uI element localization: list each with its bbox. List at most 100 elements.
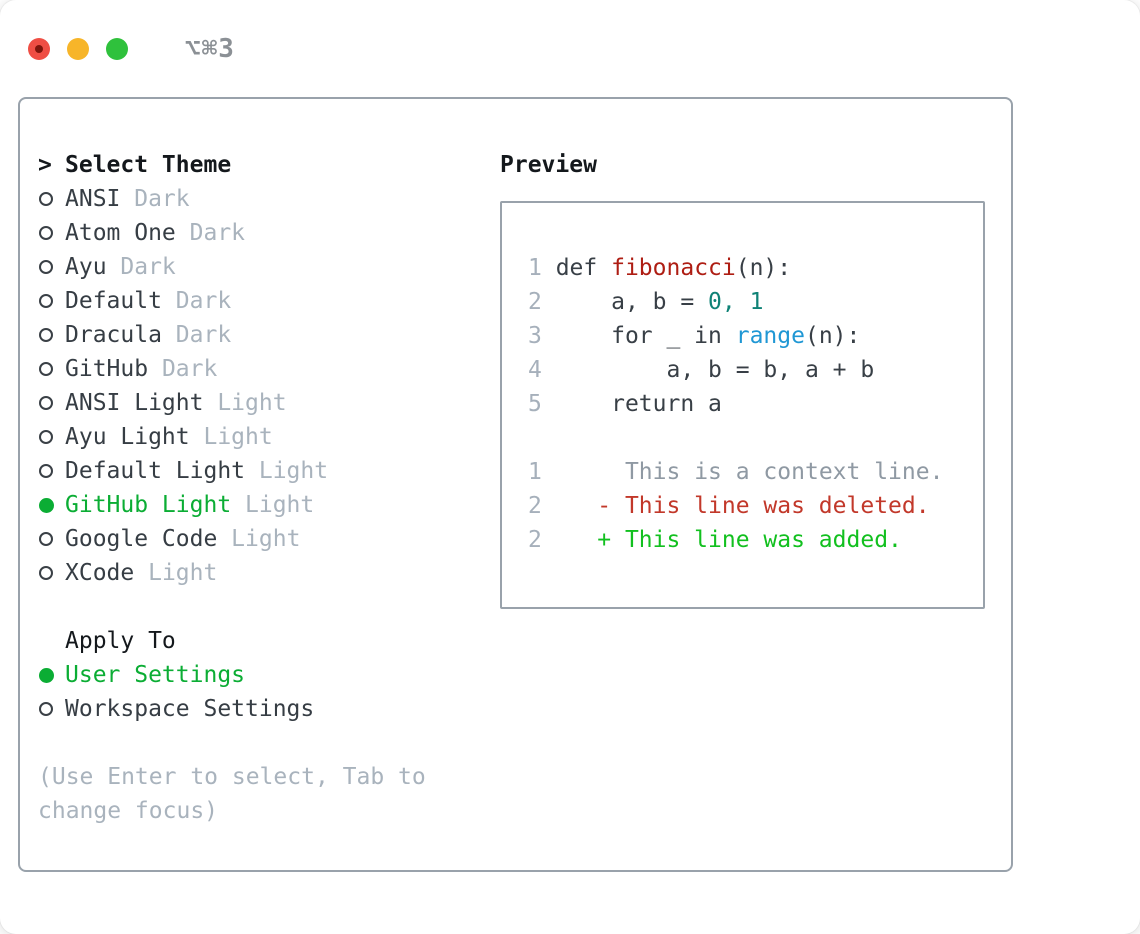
preview-heading-row: Preview [500,148,987,182]
theme-label: GitHub [65,356,149,382]
theme-variant-label: Dark [161,288,232,314]
line-number: 4 [528,357,542,383]
code-line: 4 a, b = b, a + b [528,353,983,387]
theme-label: ANSI [65,186,121,212]
theme-label: Google Code [65,526,218,552]
hint-text: (Use Enter to select, Tab to change focu… [38,764,426,824]
theme-variant-label: Dark [106,254,176,280]
code-token: return a [541,391,722,417]
theme-variant-label: Light [231,492,315,518]
line-number: 5 [528,391,542,417]
theme-variant-label: Dark [175,220,246,246]
apply-to-title: Apply To [65,628,176,654]
theme-option-default-light[interactable]: Default Light Light [38,454,478,488]
radio-icon [39,362,53,376]
theme-label: Ayu [65,254,107,280]
theme-variant-label: Light [217,526,301,552]
code-token: a, b = [541,289,709,315]
spacer [38,590,478,624]
theme-label: Ayu Light [65,424,190,450]
line-number: 2 [528,289,542,315]
code-token: for _ in [541,323,736,349]
code-line: 2 + This line was added. [528,523,983,557]
radio-icon [39,226,53,240]
theme-option-github-light[interactable]: GitHub Light Light [38,488,478,522]
code-token: This is a context line. [624,459,944,485]
radio-icon [39,294,53,308]
theme-label: Default Light [65,458,246,484]
radio-icon [39,192,53,206]
theme-variant-label: Light [245,458,329,484]
select-theme-title: Select Theme [65,152,232,178]
maximize-button[interactable] [106,37,128,60]
code-token: + This line was added. [597,527,902,553]
minimize-button[interactable] [67,37,89,60]
preview-pane: Preview 1 def fibonacci(n):2 a, b = 0, 1… [500,148,987,609]
theme-variant-label: Light [189,424,273,450]
radio-selected-icon [39,497,54,513]
code-token: def [541,255,612,281]
theme-option-ansi[interactable]: ANSI Dark [38,182,478,216]
theme-label: XCode [65,560,135,586]
theme-variant-label: Dark [120,186,190,212]
theme-label: Atom One [65,220,176,246]
code-token: a, b = b, a + b [541,357,875,383]
apply-option-user-settings[interactable]: User Settings [38,658,478,692]
theme-variant-label: Light [134,560,218,586]
code-line: 2 a, b = 0, 1 [528,285,983,319]
code-token [736,289,750,315]
theme-option-ansi-light[interactable]: ANSI Light Light [38,386,478,420]
preview-title: Preview [500,152,597,178]
select-theme-heading: > Select Theme [38,148,478,182]
code-token: - This line was deleted. [597,493,930,519]
code-line: 1 This is a context line. [528,455,983,489]
theme-label: GitHub Light [65,492,232,518]
radio-icon [39,566,53,580]
line-number: 3 [528,323,542,349]
radio-icon [39,430,53,444]
line-number: 1 [528,255,542,281]
apply-label: Workspace Settings [65,696,315,722]
code-token: 1 [749,289,764,315]
theme-option-dracula[interactable]: Dracula Dark [38,318,478,352]
theme-label: Dracula [65,322,162,348]
radio-selected-icon [39,667,54,683]
theme-variant-label: Dark [148,356,218,382]
cursor-indicator: > [38,152,52,178]
code-token: fibonacci [611,255,736,281]
close-button[interactable] [28,37,50,60]
code-token [542,493,597,519]
code-line: 3 for _ in range(n): [528,319,983,353]
apply-option-workspace-settings[interactable]: Workspace Settings [38,692,478,726]
titlebar: ⌥⌘3 [0,0,1140,97]
theme-variant-label: Light [203,390,287,416]
code-line: 2 - This line was deleted. [528,489,983,523]
line-number: 2 [528,493,542,519]
code-line [528,421,983,455]
theme-option-github[interactable]: GitHub Dark [38,352,478,386]
code-token: range [735,323,805,349]
theme-option-default[interactable]: Default Dark [38,284,478,318]
theme-label: Default [65,288,162,314]
code-line: 1 def fibonacci(n): [528,251,983,285]
spacer [38,726,478,760]
theme-option-atom-one[interactable]: Atom One Dark [38,216,478,250]
apply-label: User Settings [65,662,246,688]
radio-icon [39,260,53,274]
radio-icon [39,328,53,342]
code-line: 5 return a [528,387,983,421]
theme-option-ayu-light[interactable]: Ayu Light Light [38,420,478,454]
theme-option-xcode[interactable]: XCode Light [38,556,478,590]
theme-variant-label: Dark [161,322,232,348]
theme-option-ayu[interactable]: Ayu Dark [38,250,478,284]
theme-option-google-code[interactable]: Google Code Light [38,522,478,556]
line-number: 1 [528,459,542,485]
radio-icon [39,532,53,546]
code-token [542,527,597,553]
